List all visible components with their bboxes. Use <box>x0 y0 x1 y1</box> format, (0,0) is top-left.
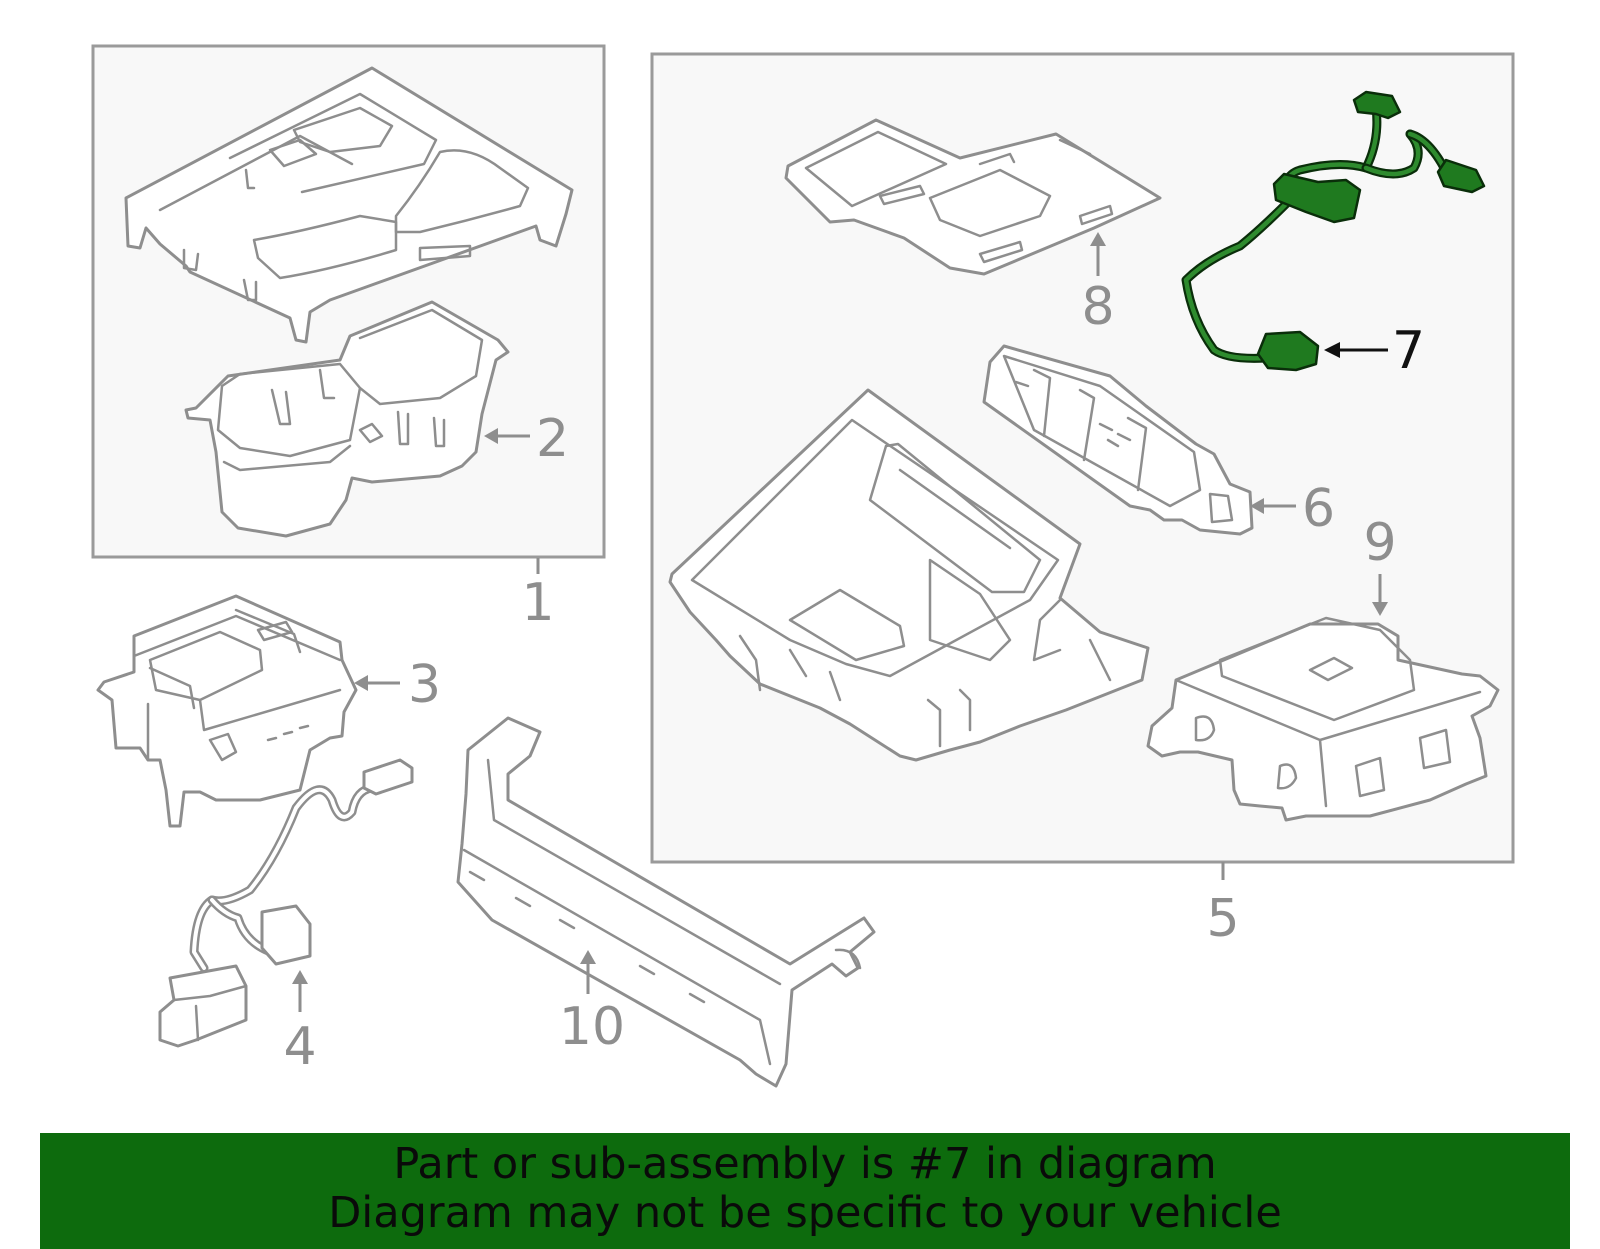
callout-3: 3 <box>408 655 441 715</box>
callout-8: 8 <box>1081 277 1114 337</box>
part-4-wiring-harness[interactable] <box>158 758 414 1048</box>
part-2-cup-holder[interactable] <box>184 300 510 538</box>
callout-1: 1 <box>521 573 554 633</box>
callout-leaders <box>292 232 1388 1012</box>
banner-line-1: Part or sub-assembly is #7 in diagram <box>393 1139 1217 1189</box>
callout-7: 7 <box>1392 321 1425 381</box>
callout-5: 5 <box>1206 889 1239 949</box>
part-10-trim-strip[interactable] <box>456 716 876 1088</box>
part-5-console-housing[interactable] <box>668 388 1150 762</box>
part-9-control-module[interactable] <box>1146 616 1500 822</box>
part-6-switch-panel[interactable] <box>982 344 1254 536</box>
part-1-console-trim[interactable] <box>124 66 574 344</box>
part-8-tray-mat[interactable] <box>784 118 1162 276</box>
part-7-wiring-harness[interactable] <box>1181 90 1486 372</box>
callout-9: 9 <box>1363 513 1396 573</box>
callout-4: 4 <box>283 1017 316 1077</box>
callout-2: 2 <box>536 409 569 469</box>
banner-line-2: Diagram may not be specific to your vehi… <box>328 1188 1282 1238</box>
part-3-switch-module[interactable] <box>96 594 358 828</box>
callout-6: 6 <box>1302 479 1335 539</box>
callout-10: 10 <box>559 997 625 1057</box>
notice-banner: Part or sub-assembly is #7 in diagram Di… <box>40 1133 1570 1249</box>
